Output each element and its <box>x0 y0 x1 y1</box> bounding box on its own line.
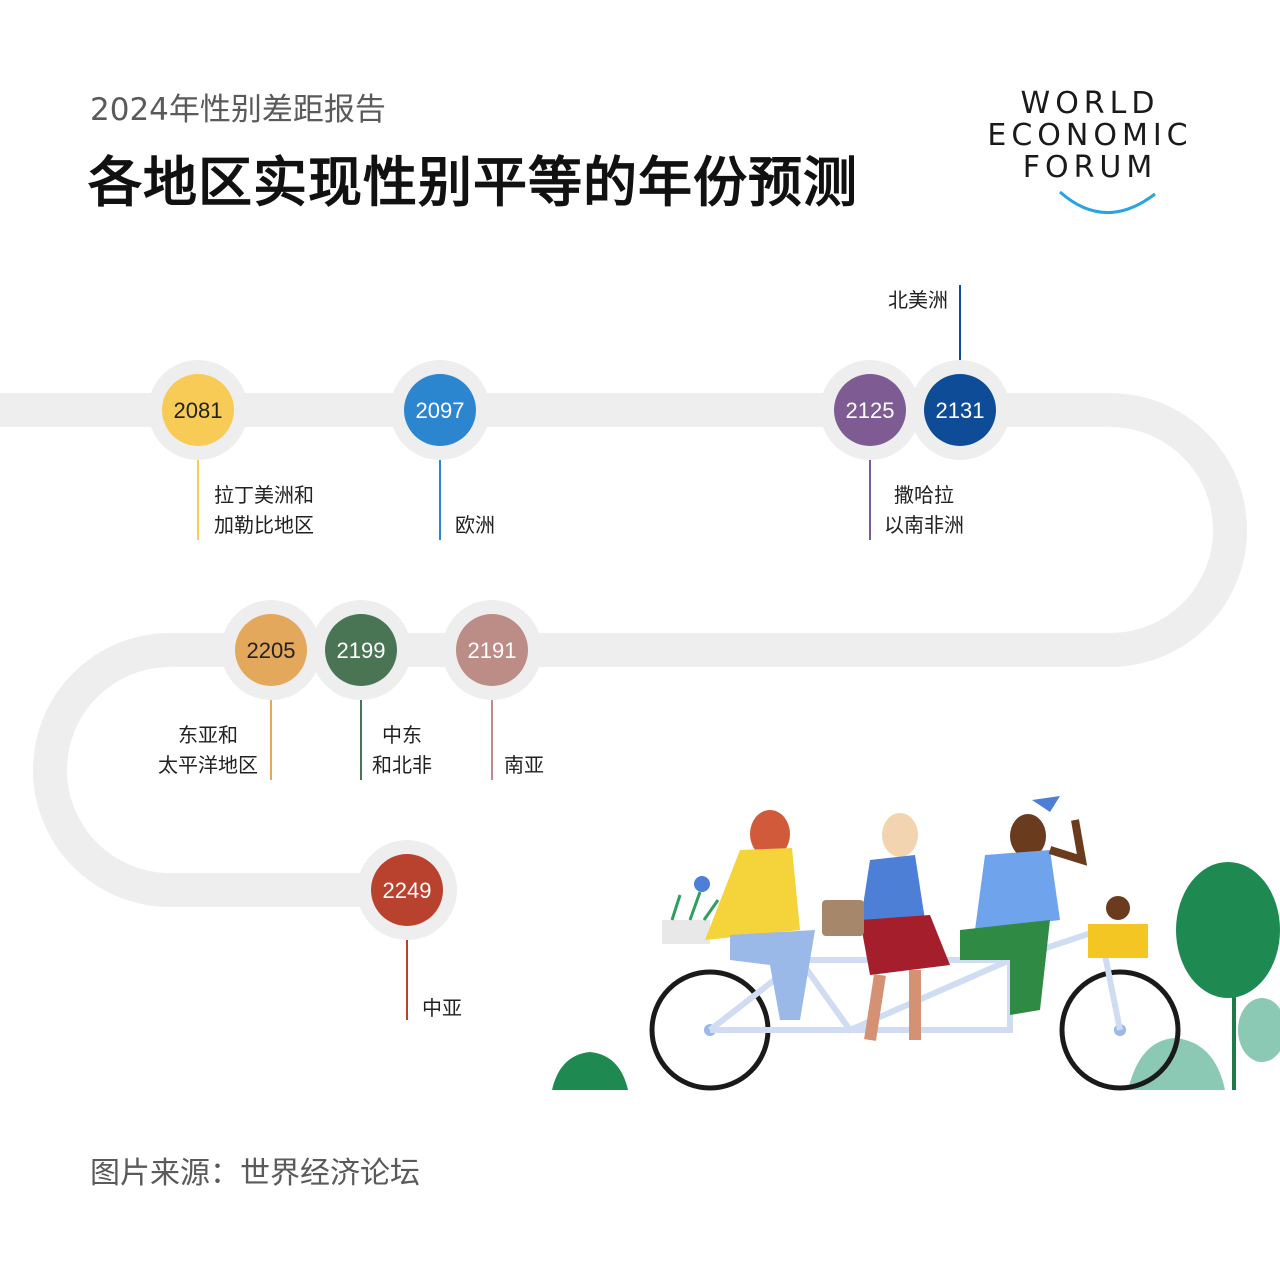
label-2097: 欧洲 <box>455 510 495 540</box>
wef-logo: WORLD ECONOMIC FORUM <box>975 82 1205 222</box>
label-2191: 南亚 <box>504 750 544 780</box>
bicycle-illustration <box>552 796 1280 1091</box>
label-2249: 中亚 <box>422 993 462 1023</box>
marker-2199: 2199 <box>311 600 411 700</box>
marker-2131: 2131 <box>910 360 1010 460</box>
marker-circle-2131 <box>924 374 996 446</box>
report-subtitle: 2024年性别差距报告 <box>90 92 386 128</box>
label-2081-line1: 拉丁美洲和 <box>214 483 314 507</box>
marker-year-2191: 2191 <box>468 638 517 663</box>
label-2097-line: 欧洲 <box>455 513 495 537</box>
marker-year-2131: 2131 <box>936 398 985 423</box>
bush-left-icon <box>552 1052 628 1090</box>
tree-icon <box>1176 862 1280 998</box>
marker-2125: 2125 <box>820 360 920 460</box>
label-2199: 中东 和北非 <box>372 720 432 780</box>
logo-line-1: WORLD <box>1020 86 1160 121</box>
hat-icon <box>1032 796 1060 812</box>
marker-circle-2081 <box>162 374 234 446</box>
marker-2249: 2249 <box>357 840 457 940</box>
tree-small-icon <box>1238 998 1280 1062</box>
marker-2205: 2205 <box>221 600 321 700</box>
label-2191-line: 南亚 <box>504 753 544 777</box>
label-2205-line1: 东亚和 <box>178 723 238 747</box>
label-2199-line2: 和北非 <box>372 753 432 777</box>
marker-year-2125: 2125 <box>846 398 895 423</box>
label-2081-line2: 加勒比地区 <box>214 513 314 537</box>
front-wheel-icon <box>1059 969 1181 1091</box>
logo-line-2: ECONOMIC <box>987 118 1193 153</box>
timeline-road <box>0 393 1247 907</box>
marker-year-2205: 2205 <box>247 638 296 663</box>
logo-arc-icon <box>1059 190 1156 214</box>
logo-line-3: FORUM <box>1022 150 1158 185</box>
label-2131-line: 北美洲 <box>888 288 948 312</box>
marker-circle-2205 <box>235 614 307 686</box>
label-2131: 北美洲 <box>888 285 948 315</box>
marker-year-2199: 2199 <box>337 638 386 663</box>
marker-2191: 2191 <box>442 600 542 700</box>
marker-circle-2199 <box>325 614 397 686</box>
label-2125-line2: 以南非洲 <box>884 513 964 537</box>
marker-circle-2191 <box>456 614 528 686</box>
label-2199-line1: 中东 <box>382 723 422 747</box>
label-2205-line2: 太平洋地区 <box>158 753 258 777</box>
label-2081: 拉丁美洲和 加勒比地区 <box>214 480 314 540</box>
marker-year-2081: 2081 <box>174 398 223 423</box>
marker-2097: 2097 <box>390 360 490 460</box>
source-footer: 图片来源：世界经济论坛 <box>90 1156 420 1191</box>
marker-circle-2097 <box>404 374 476 446</box>
page-title: 各地区实现性别平等的年份预测 <box>88 151 858 214</box>
marker-2081: 2081 <box>148 360 248 460</box>
marker-year-2097: 2097 <box>416 398 465 423</box>
marker-circle-2249 <box>371 854 443 926</box>
marker-year-2249: 2249 <box>383 878 432 903</box>
marker-circle-2125 <box>834 374 906 446</box>
label-2249-line: 中亚 <box>422 996 462 1020</box>
label-2125-line1: 撒哈拉 <box>894 483 954 507</box>
label-2125: 撒哈拉 以南非洲 <box>884 480 964 540</box>
label-2205: 东亚和 太平洋地区 <box>158 720 258 780</box>
